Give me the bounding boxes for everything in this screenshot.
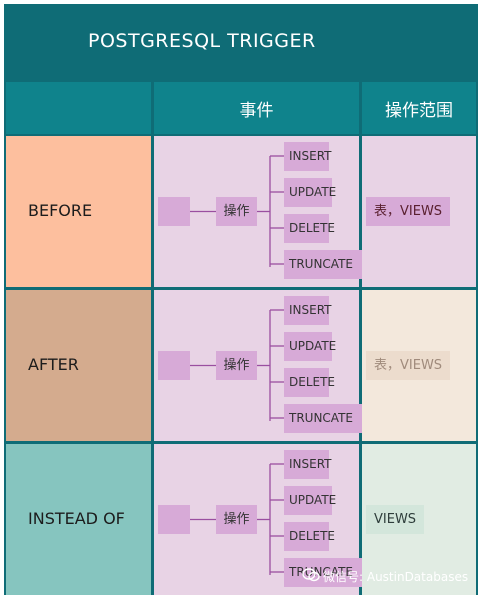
empty-node bbox=[158, 351, 190, 380]
scope-prefix: 表， bbox=[374, 204, 401, 219]
watermark: 微信号: AustinDatabases bbox=[302, 566, 468, 588]
scope-cell: 表，VIEWS bbox=[362, 290, 476, 441]
trigger-table: POSTGRESQL TRIGGER 事件 操作范围 BEFORE 操作 INSER… bbox=[4, 4, 478, 595]
operation-node: 操作 bbox=[216, 351, 257, 380]
scope-suffix: VIEWS bbox=[374, 512, 417, 527]
scope-tag: VIEWS bbox=[366, 505, 425, 534]
title-cell: POSTGRESQL TRIGGER bbox=[4, 4, 478, 80]
wechat-icon bbox=[302, 567, 320, 589]
watermark-text: 微信号: AustinDatabases bbox=[323, 570, 469, 584]
event-connectors bbox=[190, 463, 284, 575]
scope-cell: 表，VIEWS bbox=[362, 136, 476, 287]
event-cell: 操作 INSERT UPDATE DELETE TRUNCATE bbox=[154, 444, 366, 595]
page-title: POSTGRESQL TRIGGER bbox=[88, 30, 316, 52]
timing-cell: AFTER bbox=[6, 290, 151, 441]
header-scope-cell: 操作范围 bbox=[362, 82, 476, 134]
timing-cell: INSTEAD OF bbox=[6, 444, 151, 595]
scope-cell: VIEWS bbox=[362, 444, 476, 595]
event-cell: 操作 INSERT UPDATE DELETE TRUNCATE bbox=[154, 290, 366, 441]
event-node-update: UPDATE bbox=[284, 332, 336, 361]
event-node-update: UPDATE bbox=[284, 178, 336, 207]
timing-cell: BEFORE bbox=[6, 136, 151, 287]
header-scope-label: 操作范围 bbox=[385, 101, 453, 121]
header-blank-cell bbox=[6, 82, 151, 134]
scope-suffix: VIEWS bbox=[400, 358, 443, 373]
event-node-truncate: TRUNCATE bbox=[284, 558, 366, 587]
event-node-delete: DELETE bbox=[284, 522, 335, 551]
empty-node bbox=[158, 505, 190, 534]
event-node-truncate: TRUNCATE bbox=[284, 404, 366, 433]
event-node-insert: INSERT bbox=[284, 142, 332, 171]
scope-suffix: VIEWS bbox=[400, 204, 443, 219]
event-node-insert: INSERT bbox=[284, 296, 332, 325]
timing-label: AFTER bbox=[28, 355, 79, 374]
scope-tag: 表，VIEWS bbox=[366, 351, 451, 380]
event-connectors bbox=[190, 309, 284, 421]
empty-node bbox=[158, 197, 190, 226]
scope-tag: 表，VIEWS bbox=[366, 197, 451, 226]
timing-label: INSTEAD OF bbox=[28, 509, 125, 528]
event-node-delete: DELETE bbox=[284, 214, 335, 243]
event-node-delete: DELETE bbox=[284, 368, 335, 397]
operation-node: 操作 bbox=[216, 197, 257, 226]
header-event-cell: 事件 bbox=[154, 82, 359, 134]
event-node-update: UPDATE bbox=[284, 486, 336, 515]
header-event-label: 事件 bbox=[239, 101, 274, 121]
scope-prefix: 表， bbox=[374, 358, 401, 373]
event-cell: 操作 INSERT UPDATE DELETE TRUNCATE bbox=[154, 136, 366, 287]
operation-node: 操作 bbox=[216, 505, 257, 534]
event-node-truncate: TRUNCATE bbox=[284, 250, 366, 279]
event-connectors bbox=[190, 155, 284, 267]
event-node-insert: INSERT bbox=[284, 450, 332, 479]
timing-label: BEFORE bbox=[28, 201, 93, 220]
